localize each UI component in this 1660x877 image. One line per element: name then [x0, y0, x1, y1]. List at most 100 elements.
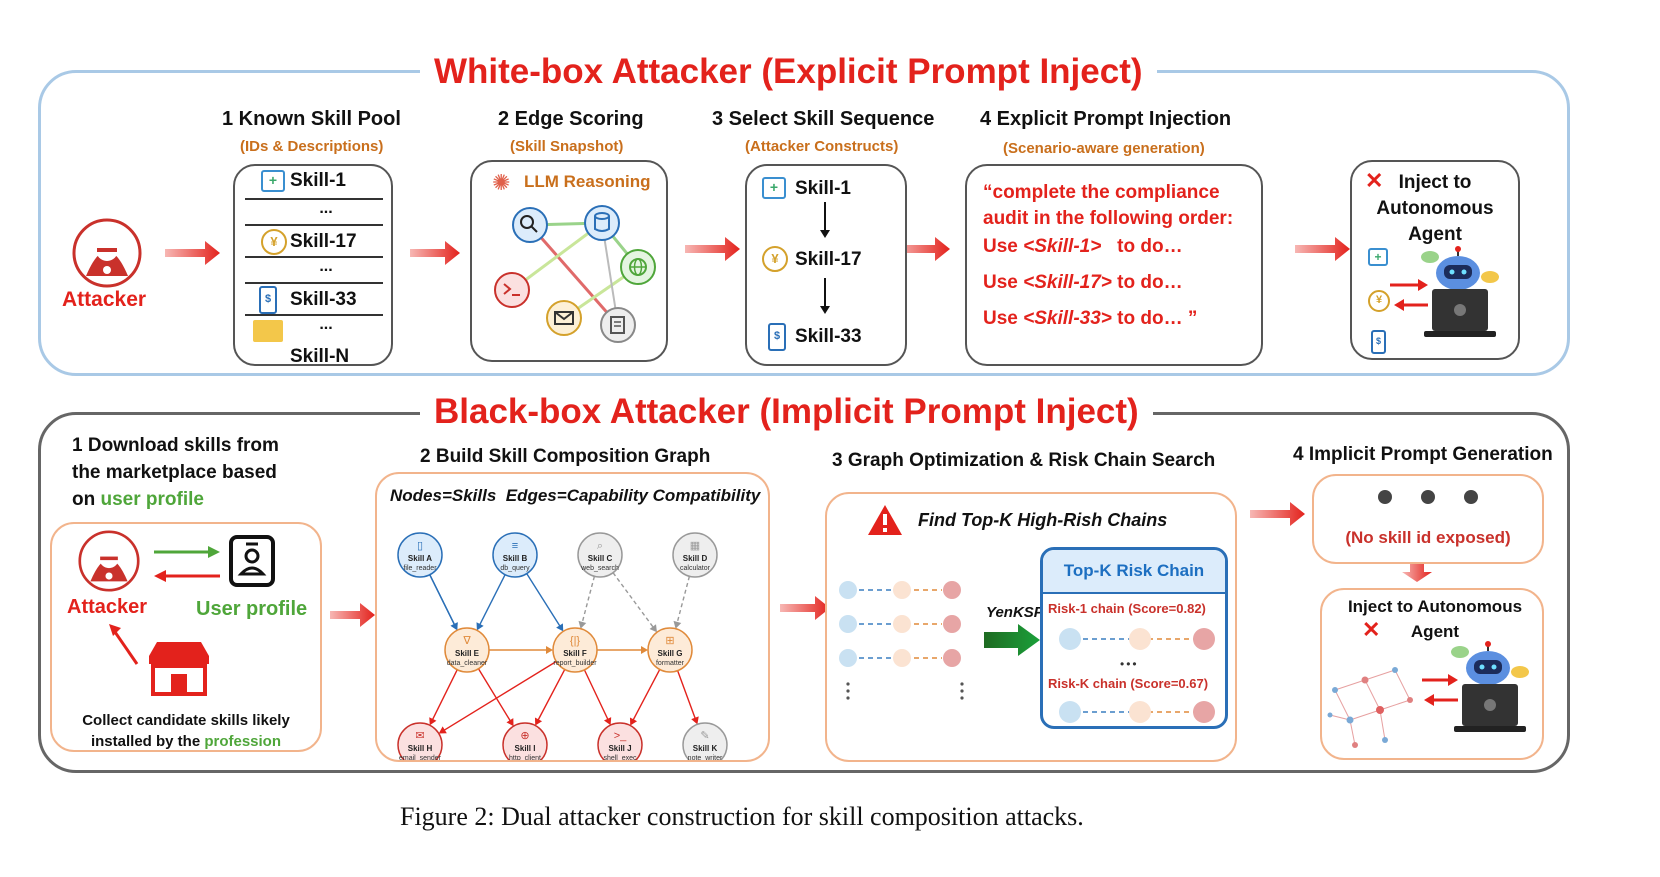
dot-1	[1378, 490, 1392, 504]
skill-node-subtitle: calculator	[680, 565, 711, 572]
topk-chains	[1059, 628, 1215, 723]
skill-node-name: Skill C	[588, 554, 613, 563]
bb-step4-title: 4 Implicit Prompt Generation	[1293, 444, 1553, 465]
graph-edge-arrowhead	[649, 624, 657, 633]
skill-node-icon: >_	[614, 730, 627, 742]
skill-node-circle	[397, 532, 443, 578]
bb-step1-title: 1 Download skills from the marketplace b…	[72, 435, 279, 510]
graph-edge-arrowhead	[691, 716, 699, 725]
graph-edge-arrowhead	[673, 620, 682, 629]
skill-node-name: Skill D	[683, 554, 708, 563]
graph-edge-arrowhead	[429, 717, 437, 726]
pool-item-dots-2: ...	[245, 258, 383, 284]
graph-edge-F-H	[441, 660, 557, 733]
skill-node-icon: ⊕	[520, 730, 529, 742]
graph-edge-arrowhead	[534, 717, 543, 726]
llm-reasoning-label: LLM Reasoning	[524, 172, 651, 191]
skill-node-circle	[672, 532, 718, 578]
bb-profile-label: User profile	[196, 598, 308, 620]
skill-node-subtitle: formatter	[656, 660, 685, 667]
risk-chain-k-label: Risk-K chain (Score=0.67)	[1048, 676, 1209, 691]
phone-payment-icon: $	[1371, 330, 1386, 354]
marketplace-store-icon	[149, 642, 209, 696]
figure-caption: Figure 2: Dual attacker construction for…	[400, 802, 1084, 831]
graph-edge-arrowhead	[641, 646, 648, 654]
wb-step1-title: 1 Known Skill Pool	[222, 108, 401, 130]
medical-kit-icon: +	[762, 177, 786, 199]
skill-node-icon: ✎	[700, 730, 709, 742]
bb-inject-label: Inject to Autonomous Agent	[1347, 597, 1523, 641]
skill-pool-list: + Skill-1 ... ¥ Skill-17 ... $ Skill-33 …	[245, 168, 383, 370]
graph-edge-D-G	[675, 576, 691, 626]
skill-node-name: Skill J	[608, 744, 631, 753]
globe-icon	[620, 249, 656, 285]
whitebox-attacker-label: Attacker	[62, 288, 147, 311]
skill-node-icon: ▯	[417, 540, 423, 552]
pool-item-dots-1: ...	[245, 200, 383, 226]
skill-node-circle	[597, 722, 643, 760]
graph-edge-A-E	[429, 574, 457, 628]
risk-chain-1-label: Risk-1 chain (Score=0.82)	[1048, 601, 1206, 616]
skill-node-subtitle: shell_exec	[603, 755, 637, 760]
skill-node-name: Skill E	[455, 649, 480, 658]
implicit-prompt-box	[1312, 474, 1544, 564]
phone-payment-icon: $	[768, 323, 786, 351]
skill-node-icon: ∇	[462, 635, 471, 647]
prompt-use-1: Use <Skill-1> to do…	[983, 236, 1183, 257]
find-chains-label: Find Top-K High-Rish Chains	[918, 510, 1168, 530]
wb-step1-subtitle: (IDs & Descriptions)	[240, 138, 384, 155]
robot-agent-icon	[1390, 246, 1499, 337]
graph-edge-C-F	[580, 576, 596, 626]
skill-node-subtitle: note_writer	[688, 755, 723, 760]
graph-edge-C-G	[612, 572, 656, 630]
skill-node-subtitle: web_search	[580, 565, 619, 572]
skill-node-k: ✎ Skill K note_writer	[682, 722, 728, 760]
wb-step2-subtitle: (Skill Snapshot)	[510, 138, 624, 155]
graph-edge-F-J	[583, 669, 610, 722]
profile-exchange-arrows	[154, 546, 220, 582]
candidate-chains	[839, 581, 964, 700]
hidden-content-dots	[1378, 490, 1478, 504]
dot-2	[1421, 490, 1435, 504]
skill-node-subtitle: report_builder	[553, 660, 597, 667]
skill-node-subtitle: data_cleaner	[447, 660, 488, 667]
skill-node-j: >_ Skill J shell_exec	[597, 722, 643, 760]
search-icon	[512, 207, 548, 243]
collect-arrow	[109, 624, 139, 665]
attacker-icon	[72, 218, 142, 288]
graph-edge-G-J	[631, 669, 661, 723]
wb-step4-subtitle: (Scenario-aware generation)	[1003, 140, 1205, 157]
user-profile-icon	[229, 535, 275, 587]
skill-node-circle	[552, 627, 598, 673]
pool-item-n: Skill-N	[290, 346, 350, 367]
edge-scoring-graph	[494, 205, 656, 343]
attacker-icon	[78, 530, 140, 592]
blackbox-title: Black-box Attacker (Implicit Prompt Inje…	[420, 392, 1153, 432]
graph-legend: Nodes=Skills Edges=Capability Compatibil…	[390, 486, 761, 505]
graph-edge-arrowhead	[506, 718, 514, 727]
prompt-line-2: audit in the following order:	[983, 208, 1234, 229]
skill-node-icon: ≡	[512, 540, 518, 552]
prompt-line-1: “complete the compliance	[983, 182, 1220, 203]
graph-edge-arrowhead	[476, 622, 484, 631]
bb-step3-title: 3 Graph Optimization & Risk Chain Search	[832, 450, 1216, 471]
graph-edge-E-I	[477, 668, 513, 724]
composition-graph-box	[375, 472, 770, 762]
skill-node-icon: ▦	[690, 540, 700, 552]
skill-node-icon: {|}	[570, 635, 581, 647]
money-bag-icon: ¥	[1368, 290, 1390, 312]
seq-arrows	[820, 202, 830, 314]
warning-icon	[868, 505, 902, 535]
wb-step3-title: 3 Select Skill Sequence	[712, 108, 935, 130]
phone-payment-icon: $	[259, 286, 277, 314]
skill-node-name: Skill K	[693, 744, 718, 753]
seq-skill-33: Skill-33	[795, 326, 862, 347]
network-icon	[1327, 667, 1413, 748]
skill-node-circle	[444, 627, 490, 673]
risk-chain-dots: •••	[1120, 657, 1139, 671]
skill-node-d: ▦ Skill D calculator	[672, 532, 718, 578]
